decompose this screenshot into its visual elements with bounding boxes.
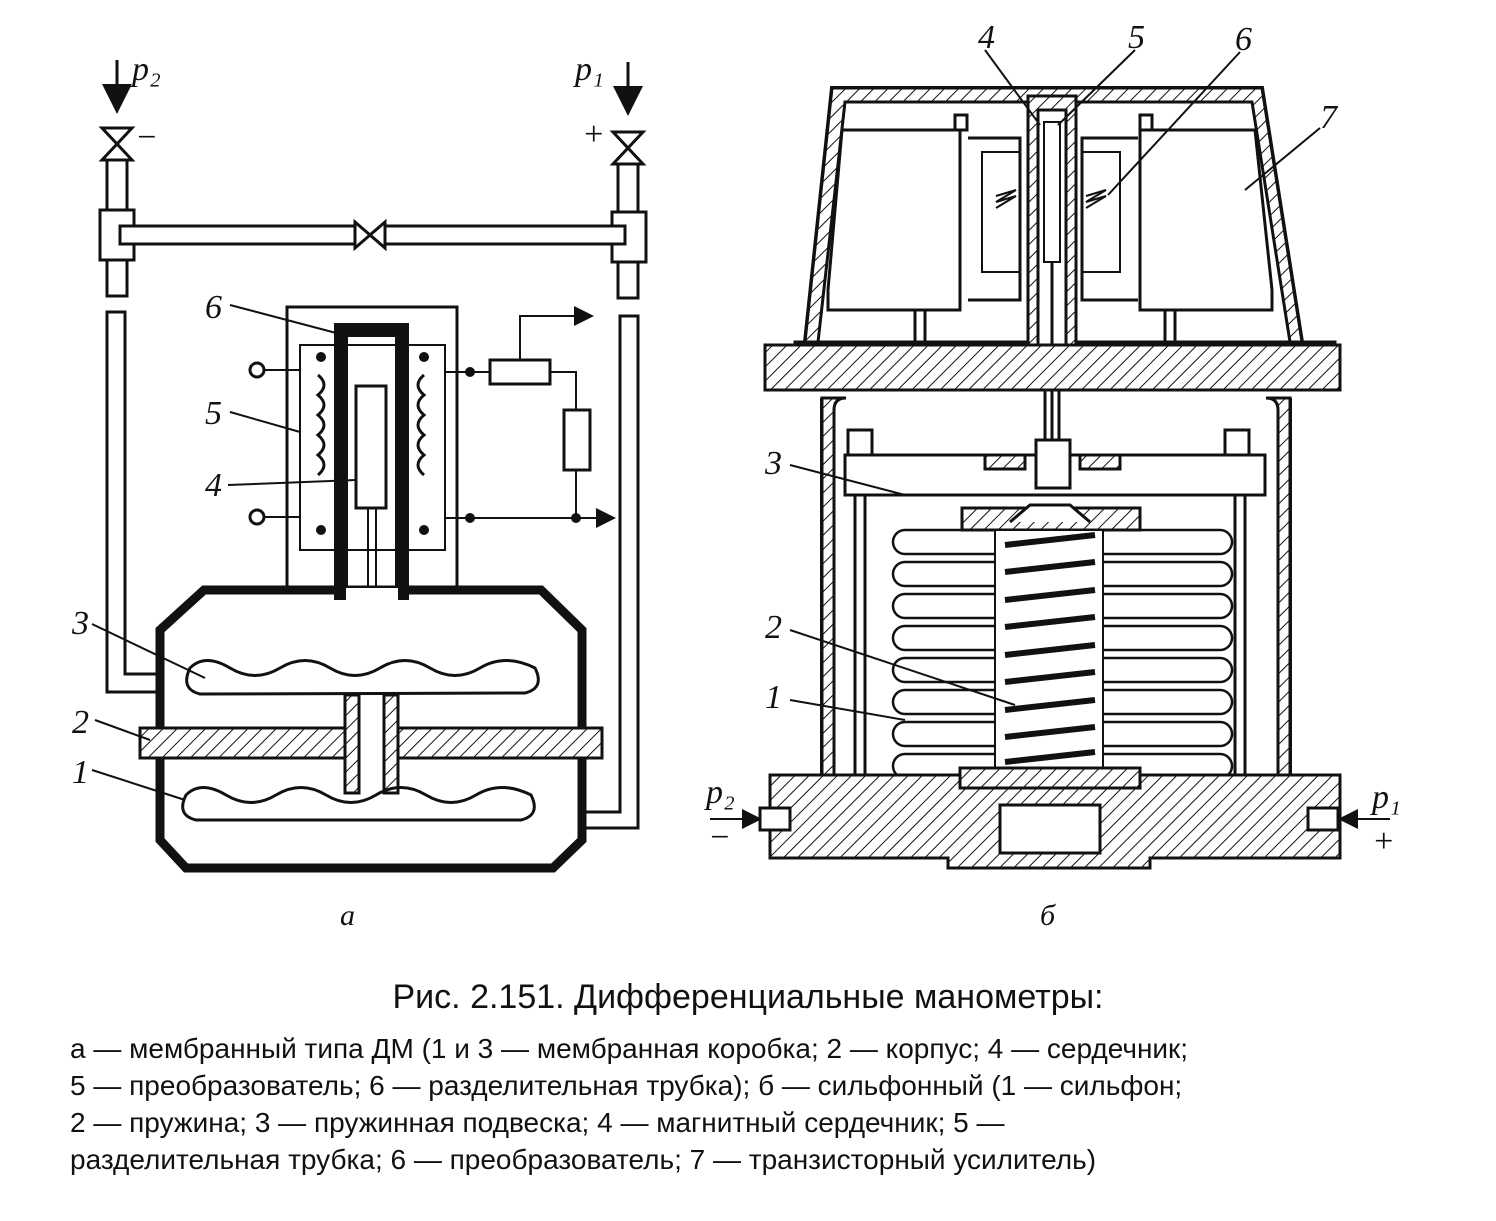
- label-b-7: 7: [1320, 99, 1339, 136]
- label-a-6: 6: [205, 289, 222, 326]
- coil-right: [416, 373, 427, 477]
- differential-manometer-figure: p₂ − p₁ + 1 2 3 4 5 6 а: [71, 19, 1401, 932]
- caption-title: Рис. 2.151. Дифференциальные манометры:: [392, 978, 1104, 1016]
- transducer-right: [1080, 136, 1138, 302]
- transformer-housing: [285, 305, 459, 589]
- label-a-5: 5: [205, 395, 222, 432]
- valve-right: [609, 130, 647, 166]
- terminal-top[interactable]: [248, 361, 266, 379]
- sublabel-b: б: [1040, 899, 1056, 932]
- minus-sign-b: −: [708, 819, 731, 856]
- label-b-5: 5: [1128, 19, 1145, 56]
- p2-label-a: p₂: [130, 51, 161, 88]
- separation-tube: [334, 323, 409, 588]
- valve-bypass: [353, 218, 387, 252]
- coil-left: [315, 373, 326, 477]
- minus-sign-a: −: [135, 119, 158, 156]
- plus-sign-b: +: [1372, 823, 1395, 860]
- potentiometer: [488, 358, 552, 386]
- label-a-2: 2: [72, 704, 89, 741]
- label-b-4: 4: [978, 19, 995, 56]
- sublabel-a: а: [340, 899, 355, 932]
- membrane-lower: [181, 786, 536, 822]
- plus-sign-a: +: [582, 116, 605, 153]
- body-plate-left: [138, 726, 358, 760]
- transducer-left: [968, 136, 1022, 302]
- caption-line: разделительная трубка; 6 — преобразовате…: [70, 1144, 1097, 1175]
- core: [354, 384, 388, 510]
- caption-line: 5 — преобразователь; 6 — разделительная …: [70, 1070, 1183, 1101]
- bypass-pipe-right: [383, 224, 627, 246]
- load-resistor: [562, 408, 592, 472]
- membrane-upper: [185, 659, 540, 696]
- spring: [1004, 532, 1096, 765]
- valve-left: [98, 126, 136, 162]
- caption-line: а — мембранный типа ДМ (1 и 3 — мембранн…: [70, 1033, 1189, 1064]
- diagram-a-membrane-manometer: [91, 60, 648, 873]
- caption-body: а — мембранный типа ДМ (1 и 3 — мембранн…: [70, 1030, 1410, 1178]
- label-b-6: 6: [1235, 21, 1252, 58]
- label-b-2: 2: [765, 609, 782, 646]
- p1-label-b: p₁: [1370, 779, 1401, 816]
- coil-frame: [299, 344, 446, 551]
- amplifier-left: [826, 128, 962, 312]
- label-b-1: 1: [765, 679, 782, 716]
- label-a-4: 4: [205, 467, 222, 504]
- bypass-pipe-left: [118, 224, 357, 246]
- diagram-b-bellows-manometer: [710, 49, 1390, 870]
- amplifier-right: [1138, 128, 1274, 312]
- body-plate-right: [386, 726, 604, 760]
- p1-label-a: p₁: [573, 51, 604, 88]
- label-a-1: 1: [72, 754, 89, 791]
- caption-line: 2 — пружина; 3 — пружинная подвеска; 4 —…: [70, 1107, 1005, 1138]
- label-a-3: 3: [71, 605, 89, 642]
- p2-label-b: p₂: [704, 774, 735, 811]
- label-b-3: 3: [764, 445, 782, 482]
- middle-plate: [763, 343, 1342, 392]
- terminal-bottom[interactable]: [248, 508, 266, 526]
